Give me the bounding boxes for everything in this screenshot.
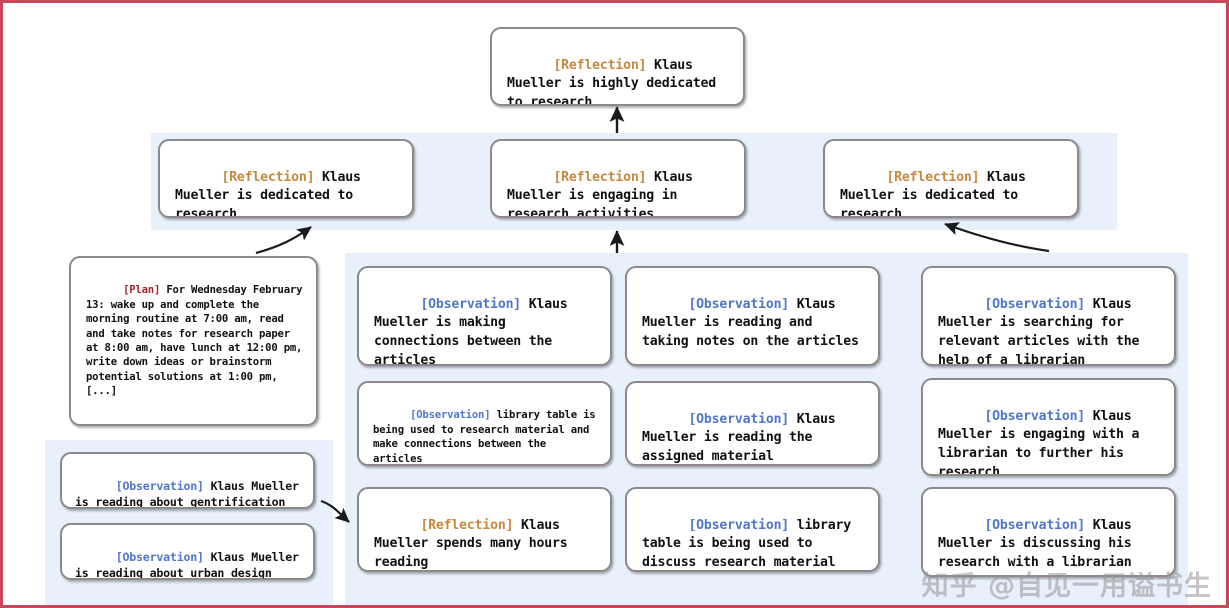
node-text: [Observation] library table is being use…	[373, 394, 602, 465]
node-root-reflection[interactable]: [Reflection] Klaus Mueller is highly ded…	[490, 27, 745, 106]
node-obs-discussing-research[interactable]: [Observation] Klaus Mueller is discussin…	[921, 487, 1176, 577]
node-plan[interactable]: [Plan] For Wednesday February 13: wake u…	[69, 256, 318, 426]
node-body: Klaus Mueller is reading and taking note…	[642, 296, 859, 350]
tag-observation: [Observation]	[420, 296, 522, 312]
tag-reflection: [Reflection]	[553, 57, 647, 73]
node-body: Klaus Mueller is dedicated to research	[175, 169, 369, 218]
tag-observation: [Observation]	[984, 296, 1086, 312]
node-text: [Observation] library table is being use…	[642, 498, 865, 571]
node-body: library table is being used to discuss r…	[642, 517, 859, 571]
node-obs-engaging-librarian[interactable]: [Observation] Klaus Mueller is engaging …	[921, 378, 1176, 476]
tag-reflection: [Reflection]	[221, 169, 315, 185]
tag-observation: [Observation]	[410, 409, 491, 422]
node-text: [Observation] Klaus Mueller is reading a…	[75, 534, 306, 580]
node-body: Klaus Mueller is dedicated to research	[840, 169, 1034, 218]
tag-observation: [Observation]	[115, 478, 204, 493]
node-body: Klaus Mueller is reading the assigned ma…	[642, 411, 844, 465]
node-text: [Observation] Klaus Mueller is reading t…	[642, 392, 865, 465]
node-body: For Wednesday February 13: wake up and c…	[86, 284, 309, 398]
node-body: Klaus Mueller is making connections betw…	[374, 296, 576, 366]
node-reflection-left[interactable]: [Reflection] Klaus Mueller is dedicated …	[158, 139, 414, 218]
node-text: [Observation] Klaus Mueller is making co…	[374, 277, 597, 366]
node-obs-urban-design[interactable]: [Observation] Klaus Mueller is reading a…	[60, 523, 315, 580]
node-body: library table is being used to research …	[373, 409, 602, 465]
node-text: [Reflection] Klaus Mueller is engaging i…	[507, 150, 731, 218]
tag-observation: [Observation]	[688, 296, 790, 312]
tag-reflection: [Reflection]	[886, 169, 980, 185]
tag-plan: [Plan]	[123, 284, 161, 297]
node-text: [Plan] For Wednesday February 13: wake u…	[86, 269, 304, 413]
node-body: Klaus Mueller is highly dedicated to res…	[507, 57, 724, 106]
node-obs-library-table-connections[interactable]: [Observation] library table is being use…	[357, 381, 612, 466]
node-body: Klaus Mueller is engaging in research ac…	[507, 169, 701, 218]
node-text: [Reflection] Klaus Mueller is highly ded…	[507, 38, 730, 106]
node-body: Klaus Mueller is searching for relevant …	[938, 296, 1147, 366]
node-text: [Reflection] Klaus Mueller is dedicated …	[175, 150, 399, 218]
tag-observation: [Observation]	[984, 517, 1086, 533]
node-text: [Observation] Klaus Mueller is reading a…	[642, 277, 865, 364]
tag-reflection: [Reflection]	[420, 517, 514, 533]
node-body: Klaus Mueller is reading about gentrific…	[75, 478, 306, 509]
node-text: [Observation] Klaus Mueller is reading a…	[75, 463, 306, 509]
node-body: Klaus Mueller is engaging with a librari…	[938, 408, 1147, 476]
node-obs-discuss-material[interactable]: [Observation] library table is being use…	[625, 487, 880, 572]
node-obs-taking-notes[interactable]: [Observation] Klaus Mueller is reading a…	[625, 266, 880, 366]
node-text: [Observation] Klaus Mueller is engaging …	[938, 389, 1161, 476]
node-text: [Observation] Klaus Mueller is searching…	[938, 277, 1161, 366]
node-obs-gentrification[interactable]: [Observation] Klaus Mueller is reading a…	[60, 452, 315, 509]
node-reflection-center[interactable]: [Reflection] Klaus Mueller is engaging i…	[490, 139, 746, 218]
node-obs-connections[interactable]: [Observation] Klaus Mueller is making co…	[357, 266, 612, 366]
node-obs-assigned-material[interactable]: [Observation] Klaus Mueller is reading t…	[625, 381, 880, 466]
node-text: [Reflection] Klaus Mueller spends many h…	[374, 498, 597, 571]
tag-observation: [Observation]	[688, 411, 790, 427]
node-reflection-hours-reading[interactable]: [Reflection] Klaus Mueller spends many h…	[357, 487, 612, 572]
node-body: Klaus Mueller is discussing his research…	[938, 517, 1140, 571]
tag-observation: [Observation]	[984, 408, 1086, 424]
tag-observation: [Observation]	[115, 549, 204, 564]
node-body: Klaus Mueller spends many hours reading	[374, 517, 576, 571]
node-body: Klaus Mueller is reading about urban des…	[75, 549, 306, 580]
node-obs-searching-articles[interactable]: [Observation] Klaus Mueller is searching…	[921, 266, 1176, 366]
tag-observation: [Observation]	[688, 517, 790, 533]
tag-reflection: [Reflection]	[553, 169, 647, 185]
node-reflection-right[interactable]: [Reflection] Klaus Mueller is dedicated …	[823, 139, 1079, 218]
node-text: [Reflection] Klaus Mueller is dedicated …	[840, 150, 1064, 218]
arrow-plan-to-reflection-left	[255, 226, 312, 255]
node-text: [Observation] Klaus Mueller is discussin…	[938, 498, 1161, 575]
